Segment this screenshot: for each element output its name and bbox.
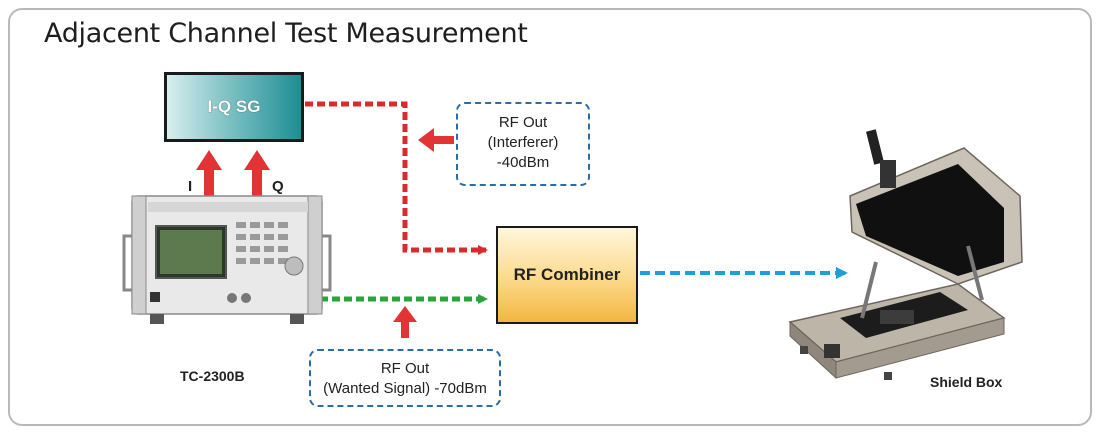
diagram-title: Adjacent Channel Test Measurement: [44, 18, 528, 49]
wanted-callout-line2: (Wanted Signal) -70dBm: [323, 380, 487, 397]
q-arrow-label: Q: [272, 178, 284, 195]
wanted-pointer-arrow: [393, 306, 417, 338]
interferer-callout-line1: RF Out: [498, 114, 548, 131]
interferer-callout-line2: (Interferer): [487, 134, 559, 151]
shield-box-illustration: [788, 129, 1023, 380]
interferer-pointer-arrow: [418, 128, 454, 152]
shield-box-label: Shield Box: [930, 374, 1003, 390]
tc-2300b-label: TC-2300B: [180, 368, 245, 384]
iq-signal-generator-box: I-Q SG: [164, 72, 304, 142]
tc-2300b-instrument: [122, 195, 332, 324]
interferer-path: [305, 101, 488, 255]
wanted-callout-line1: RF Out: [380, 360, 430, 377]
interferer-callout: RF Out (Interferer) -40dBm: [456, 102, 590, 186]
rf-combiner-box: RF Combiner: [496, 226, 638, 324]
i-arrow-label: I: [188, 178, 193, 195]
wanted-signal-callout: RF Out (Wanted Signal) -70dBm: [309, 349, 501, 407]
i-arrow: [196, 150, 222, 200]
interferer-callout-line3: -40dBm: [496, 154, 550, 171]
q-arrow: [244, 150, 270, 200]
